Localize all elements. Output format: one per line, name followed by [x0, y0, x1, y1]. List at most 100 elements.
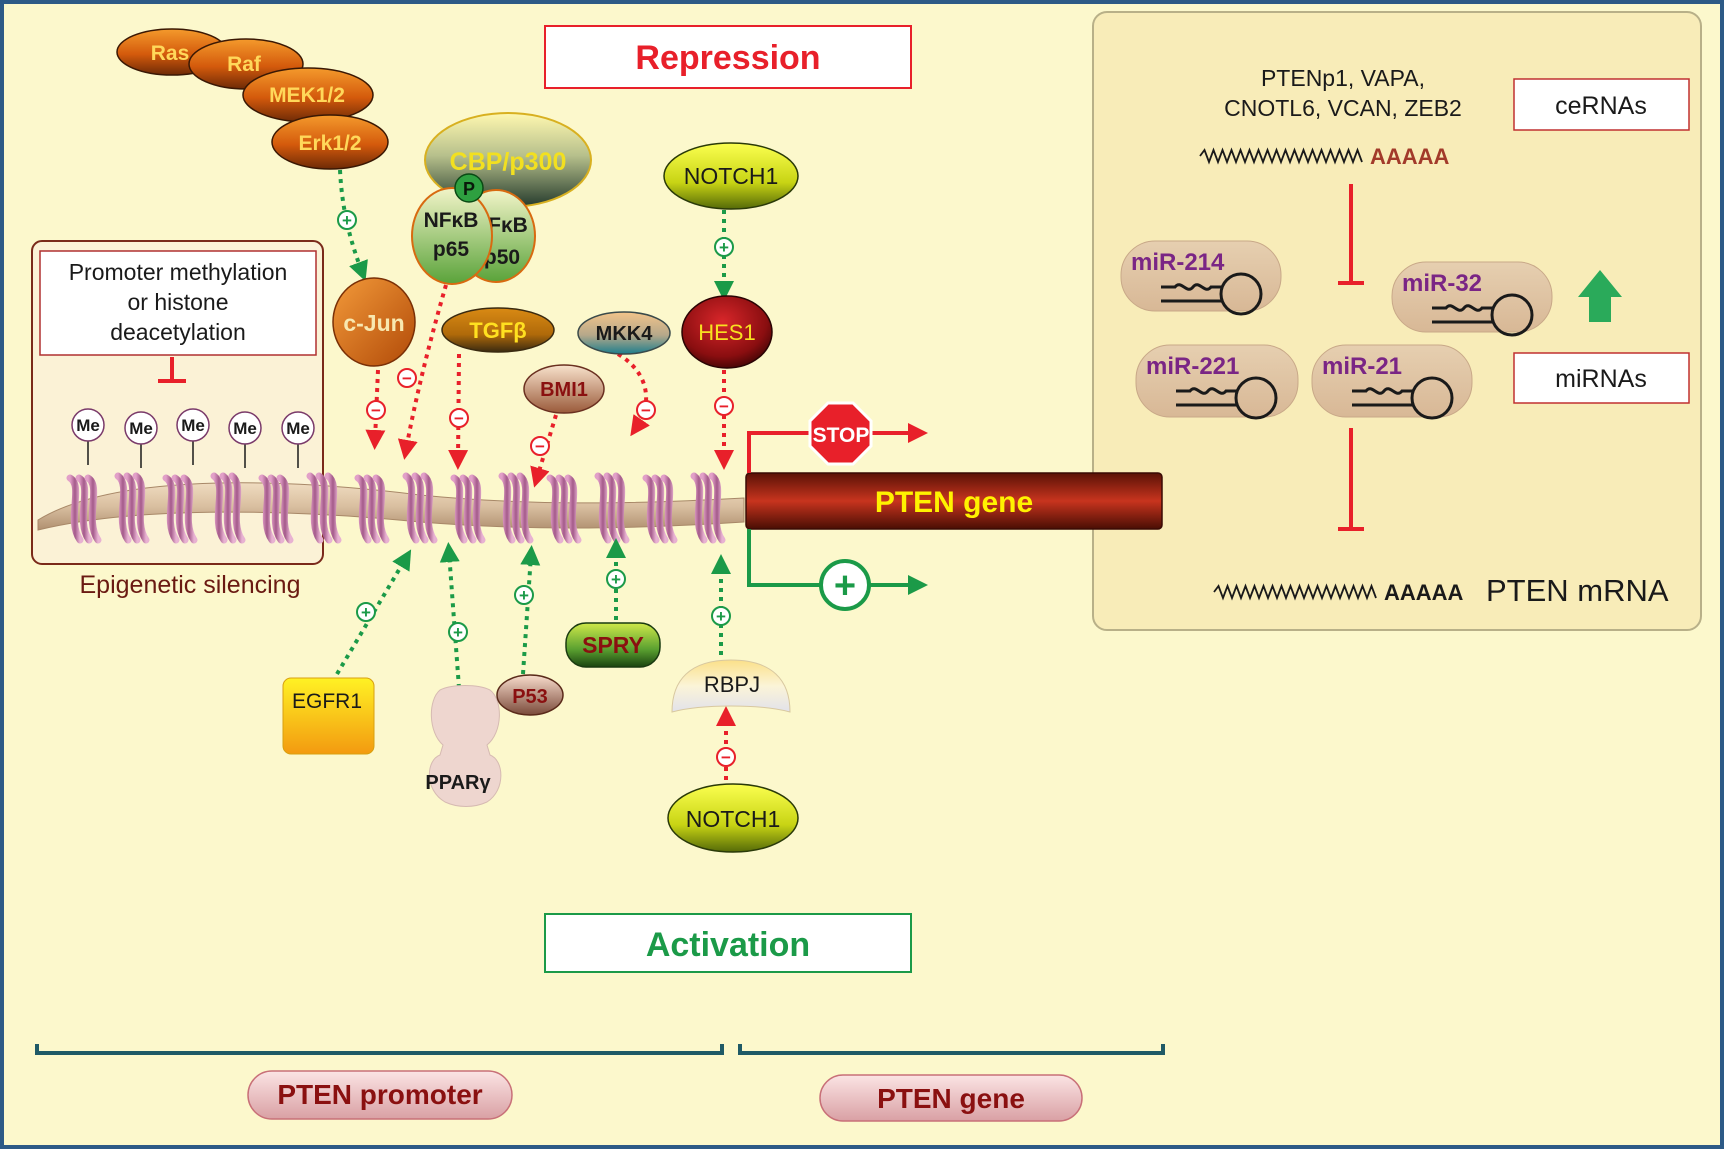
methylation-box: Promoter methylation or histone deacetyl…	[39, 250, 317, 356]
mek-label: MEK1/2	[269, 84, 345, 107]
cbp-p300-label: CBP/p300	[450, 148, 567, 176]
dna-coil	[162, 474, 198, 544]
mirna-221: miR-221	[1135, 344, 1299, 420]
badge-sign: +	[719, 238, 729, 257]
nfkb-p50-line-1: FκB	[488, 214, 528, 237]
nfkb-p50-line-2: p50	[484, 246, 520, 269]
plus-badge-icon	[356, 602, 376, 622]
dna-coil	[402, 472, 438, 544]
minus-badge-icon	[714, 396, 734, 416]
mkk4-node	[577, 311, 671, 355]
cerna-list-line-2: CNOTL6, VCAN, ZEB2	[1224, 95, 1462, 121]
erk-label: Erk1/2	[298, 132, 361, 155]
gene-bracket	[738, 1044, 1165, 1055]
repression-arrow: −	[397, 284, 448, 460]
activation-arrow: +	[335, 549, 412, 676]
mirna-inhibit-icon	[1338, 428, 1364, 531]
dna-coil	[642, 474, 678, 544]
ras-label: Ras	[151, 42, 190, 65]
mirna-32: miR-32	[1391, 261, 1553, 337]
badge-sign: −	[719, 397, 729, 416]
dna-coil	[690, 472, 726, 544]
dna-coil	[354, 474, 390, 544]
pten-gene-bar: PTEN gene	[745, 472, 1163, 530]
mirna-label: miR-214	[1131, 249, 1225, 276]
hairpin-stem-icon	[1352, 387, 1414, 395]
cerna-rna-wave	[1199, 147, 1363, 165]
activation-arrow: +	[337, 169, 368, 282]
gene-pill	[819, 1074, 1083, 1122]
mirna-214: miR-214	[1120, 240, 1282, 316]
notch1-bottom-node	[667, 783, 799, 853]
tgfb-node	[441, 307, 555, 353]
tgfb-label: TGFβ	[469, 318, 526, 343]
cerna-polya: AAAAA	[1370, 144, 1450, 169]
badge-sign: +	[611, 570, 621, 589]
dna-coil	[450, 474, 486, 544]
badge-sign: +	[716, 607, 726, 626]
plus-badge-icon	[337, 210, 357, 230]
regulatory-arrows: +−−−−−−++++++−	[335, 169, 736, 780]
egfr1-label: EGFR1	[292, 690, 362, 713]
badge-sign: −	[371, 401, 381, 420]
methyl-marker-label: Me	[181, 416, 205, 435]
mrna-polya: AAAAA	[1384, 580, 1464, 605]
methylation-line-1: Promoter methylation	[69, 259, 288, 285]
dna-coil	[258, 474, 294, 544]
activation-plus-icon	[819, 559, 871, 611]
hairpin-loop-icon	[1234, 376, 1278, 420]
mrna-label: PTEN mRNA	[1486, 573, 1669, 608]
dna-coil	[66, 474, 102, 544]
minus-badge-icon	[397, 368, 417, 388]
methyl-marker-label: Me	[233, 419, 257, 438]
mirna-group: miR-214 miR-32 miR-221 miR-21	[1120, 240, 1553, 420]
dna-coil	[498, 472, 534, 544]
rna-panel	[1092, 11, 1702, 631]
methyl-marker: Me	[281, 411, 315, 468]
activation-arrow: +	[439, 542, 468, 689]
mirna-21: miR-21	[1311, 344, 1473, 420]
repression-arrow: −	[365, 369, 386, 450]
minus-badge-icon	[716, 747, 736, 767]
hairpin-loop-icon	[1410, 376, 1454, 420]
plus-badge-icon	[514, 585, 534, 605]
activation-branch: +	[747, 529, 928, 611]
badge-sign: +	[361, 603, 371, 622]
methyl-marker: Me	[71, 408, 105, 465]
badge-sign: +	[519, 586, 529, 605]
hairpin-stem-icon	[1432, 304, 1494, 312]
repression-header: Repression	[544, 25, 912, 89]
notch1-top-node	[663, 142, 799, 210]
stop-branch: STOP	[747, 401, 928, 473]
activation-arrow: +	[606, 538, 626, 620]
spry-label: SPRY	[582, 632, 644, 658]
ppar-receptor-icon	[428, 685, 502, 807]
methylation-inhibit-icon	[158, 357, 186, 383]
hairpin-stem-icon	[1161, 283, 1223, 291]
mirna-label: miR-21	[1322, 353, 1402, 380]
raf-label: Raf	[227, 53, 262, 76]
cjun-label: c-Jun	[343, 310, 404, 336]
hairpin-loop-icon	[1219, 272, 1263, 316]
phospho-icon	[454, 173, 484, 203]
mirna-label: miR-221	[1146, 353, 1239, 380]
erk-node	[271, 114, 389, 170]
methyl-marker: Me	[228, 411, 262, 468]
notch1-bottom-label: NOTCH1	[686, 806, 781, 832]
repression-arrow: −	[716, 706, 736, 780]
mirnas-box-label: miRNAs	[1555, 365, 1647, 393]
minus-badge-icon	[366, 400, 386, 420]
mirnas-box	[1513, 352, 1690, 404]
methyl-marker: Me	[124, 411, 158, 468]
promoter-bracket	[35, 1044, 724, 1055]
nfkb-p65-line-1: NFκB	[424, 209, 479, 232]
dna-coils	[66, 472, 726, 544]
dna-helix	[37, 472, 745, 544]
minus-badge-icon	[636, 400, 656, 420]
rbpj-label: RBPJ	[704, 672, 760, 697]
badge-sign: −	[641, 401, 651, 420]
mirna-label: miR-32	[1402, 270, 1482, 297]
minus-badge-icon	[449, 408, 469, 428]
